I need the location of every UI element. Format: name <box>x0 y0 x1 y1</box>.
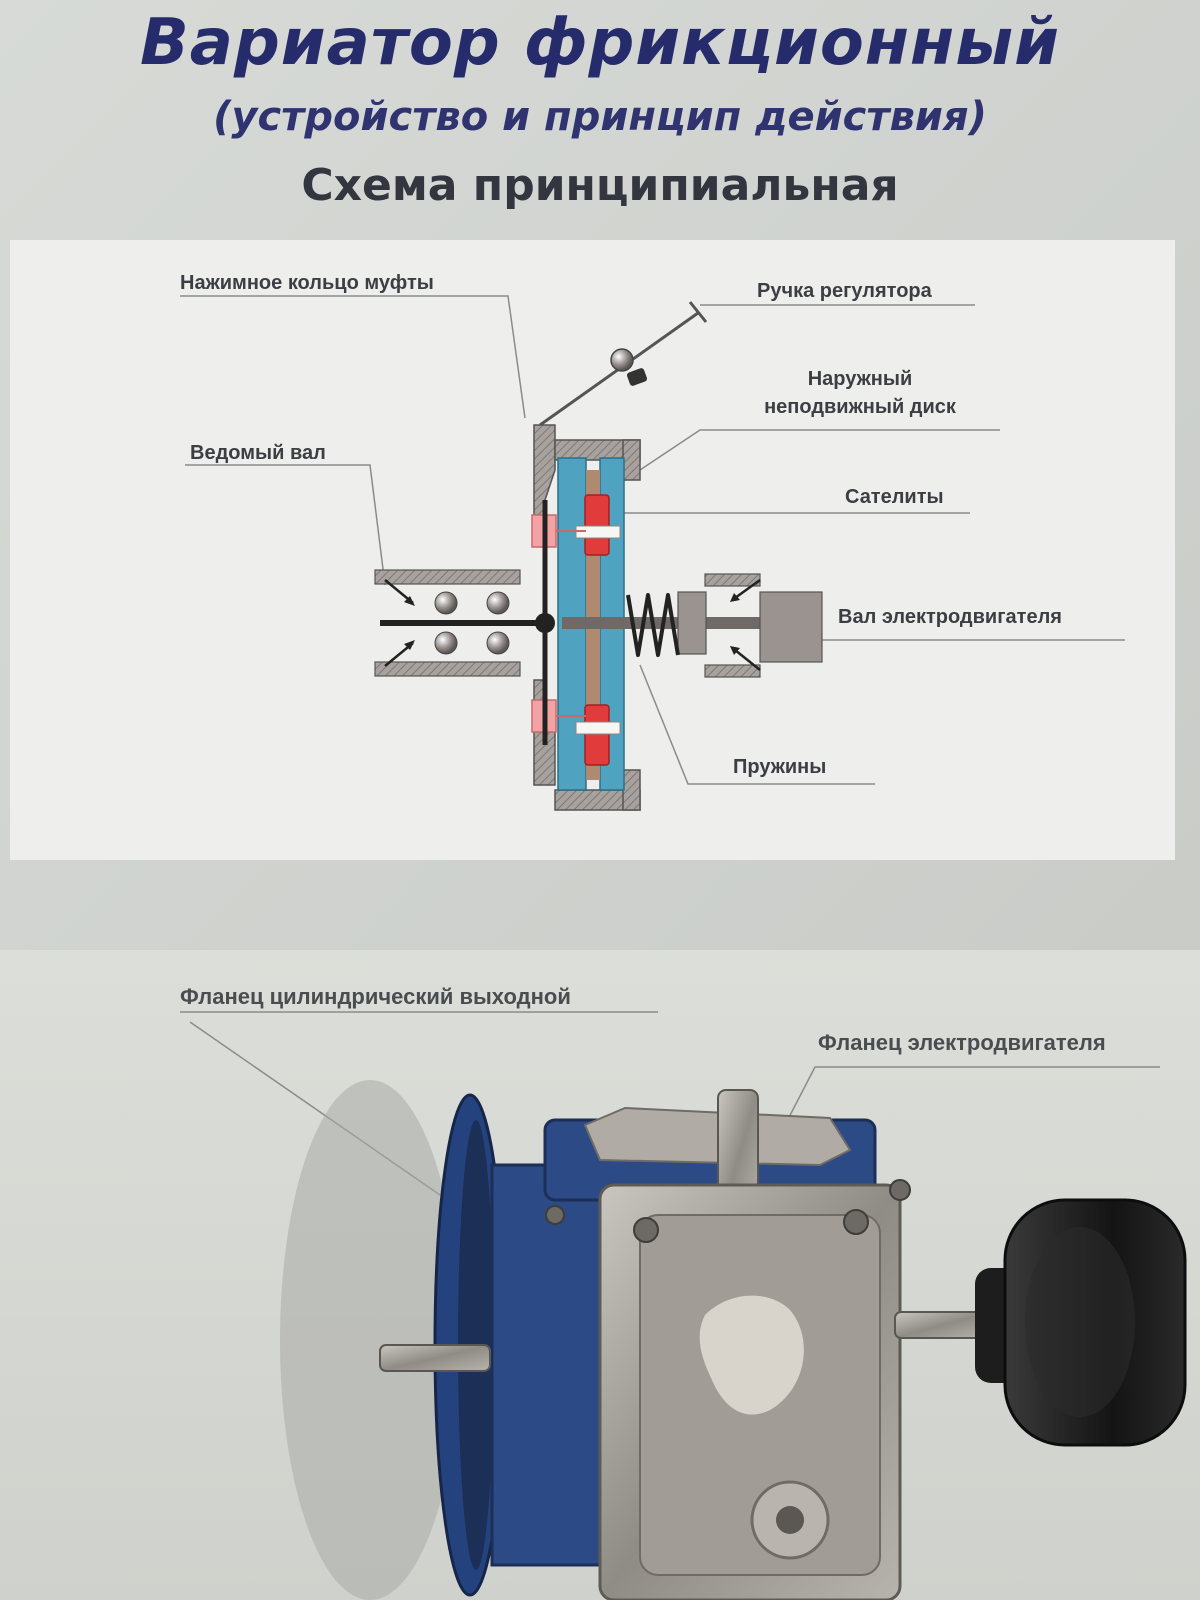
leader-motor-flange <box>785 1067 1160 1125</box>
label-regulator-handle: Ручка регулятора <box>757 280 932 303</box>
leader-outer-disc <box>610 430 1000 490</box>
label-satellites: Сателиты <box>845 486 944 509</box>
label-springs: Пружины <box>733 756 826 779</box>
label-outer-disc-line2: неподвижный диск <box>735 396 985 419</box>
regulator-handle <box>540 302 706 425</box>
driven-shaft <box>375 570 555 676</box>
label-outer-disc-line1: Наружный <box>740 368 980 391</box>
label-output-flange: Фланец цилиндрический выходной <box>180 984 571 1010</box>
leader-lines <box>180 296 1160 1195</box>
variator-photo <box>280 1080 1185 1600</box>
label-driven-shaft: Ведомый вал <box>190 442 326 465</box>
leader-clutch-ring <box>180 296 525 418</box>
label-motor-flange: Фланец электродвигателя <box>818 1030 1106 1056</box>
label-motor-shaft: Вал электродвигателя <box>838 606 1062 629</box>
leader-driven-shaft <box>185 465 385 585</box>
label-clutch-ring: Нажимное кольцо муфты <box>180 272 434 295</box>
